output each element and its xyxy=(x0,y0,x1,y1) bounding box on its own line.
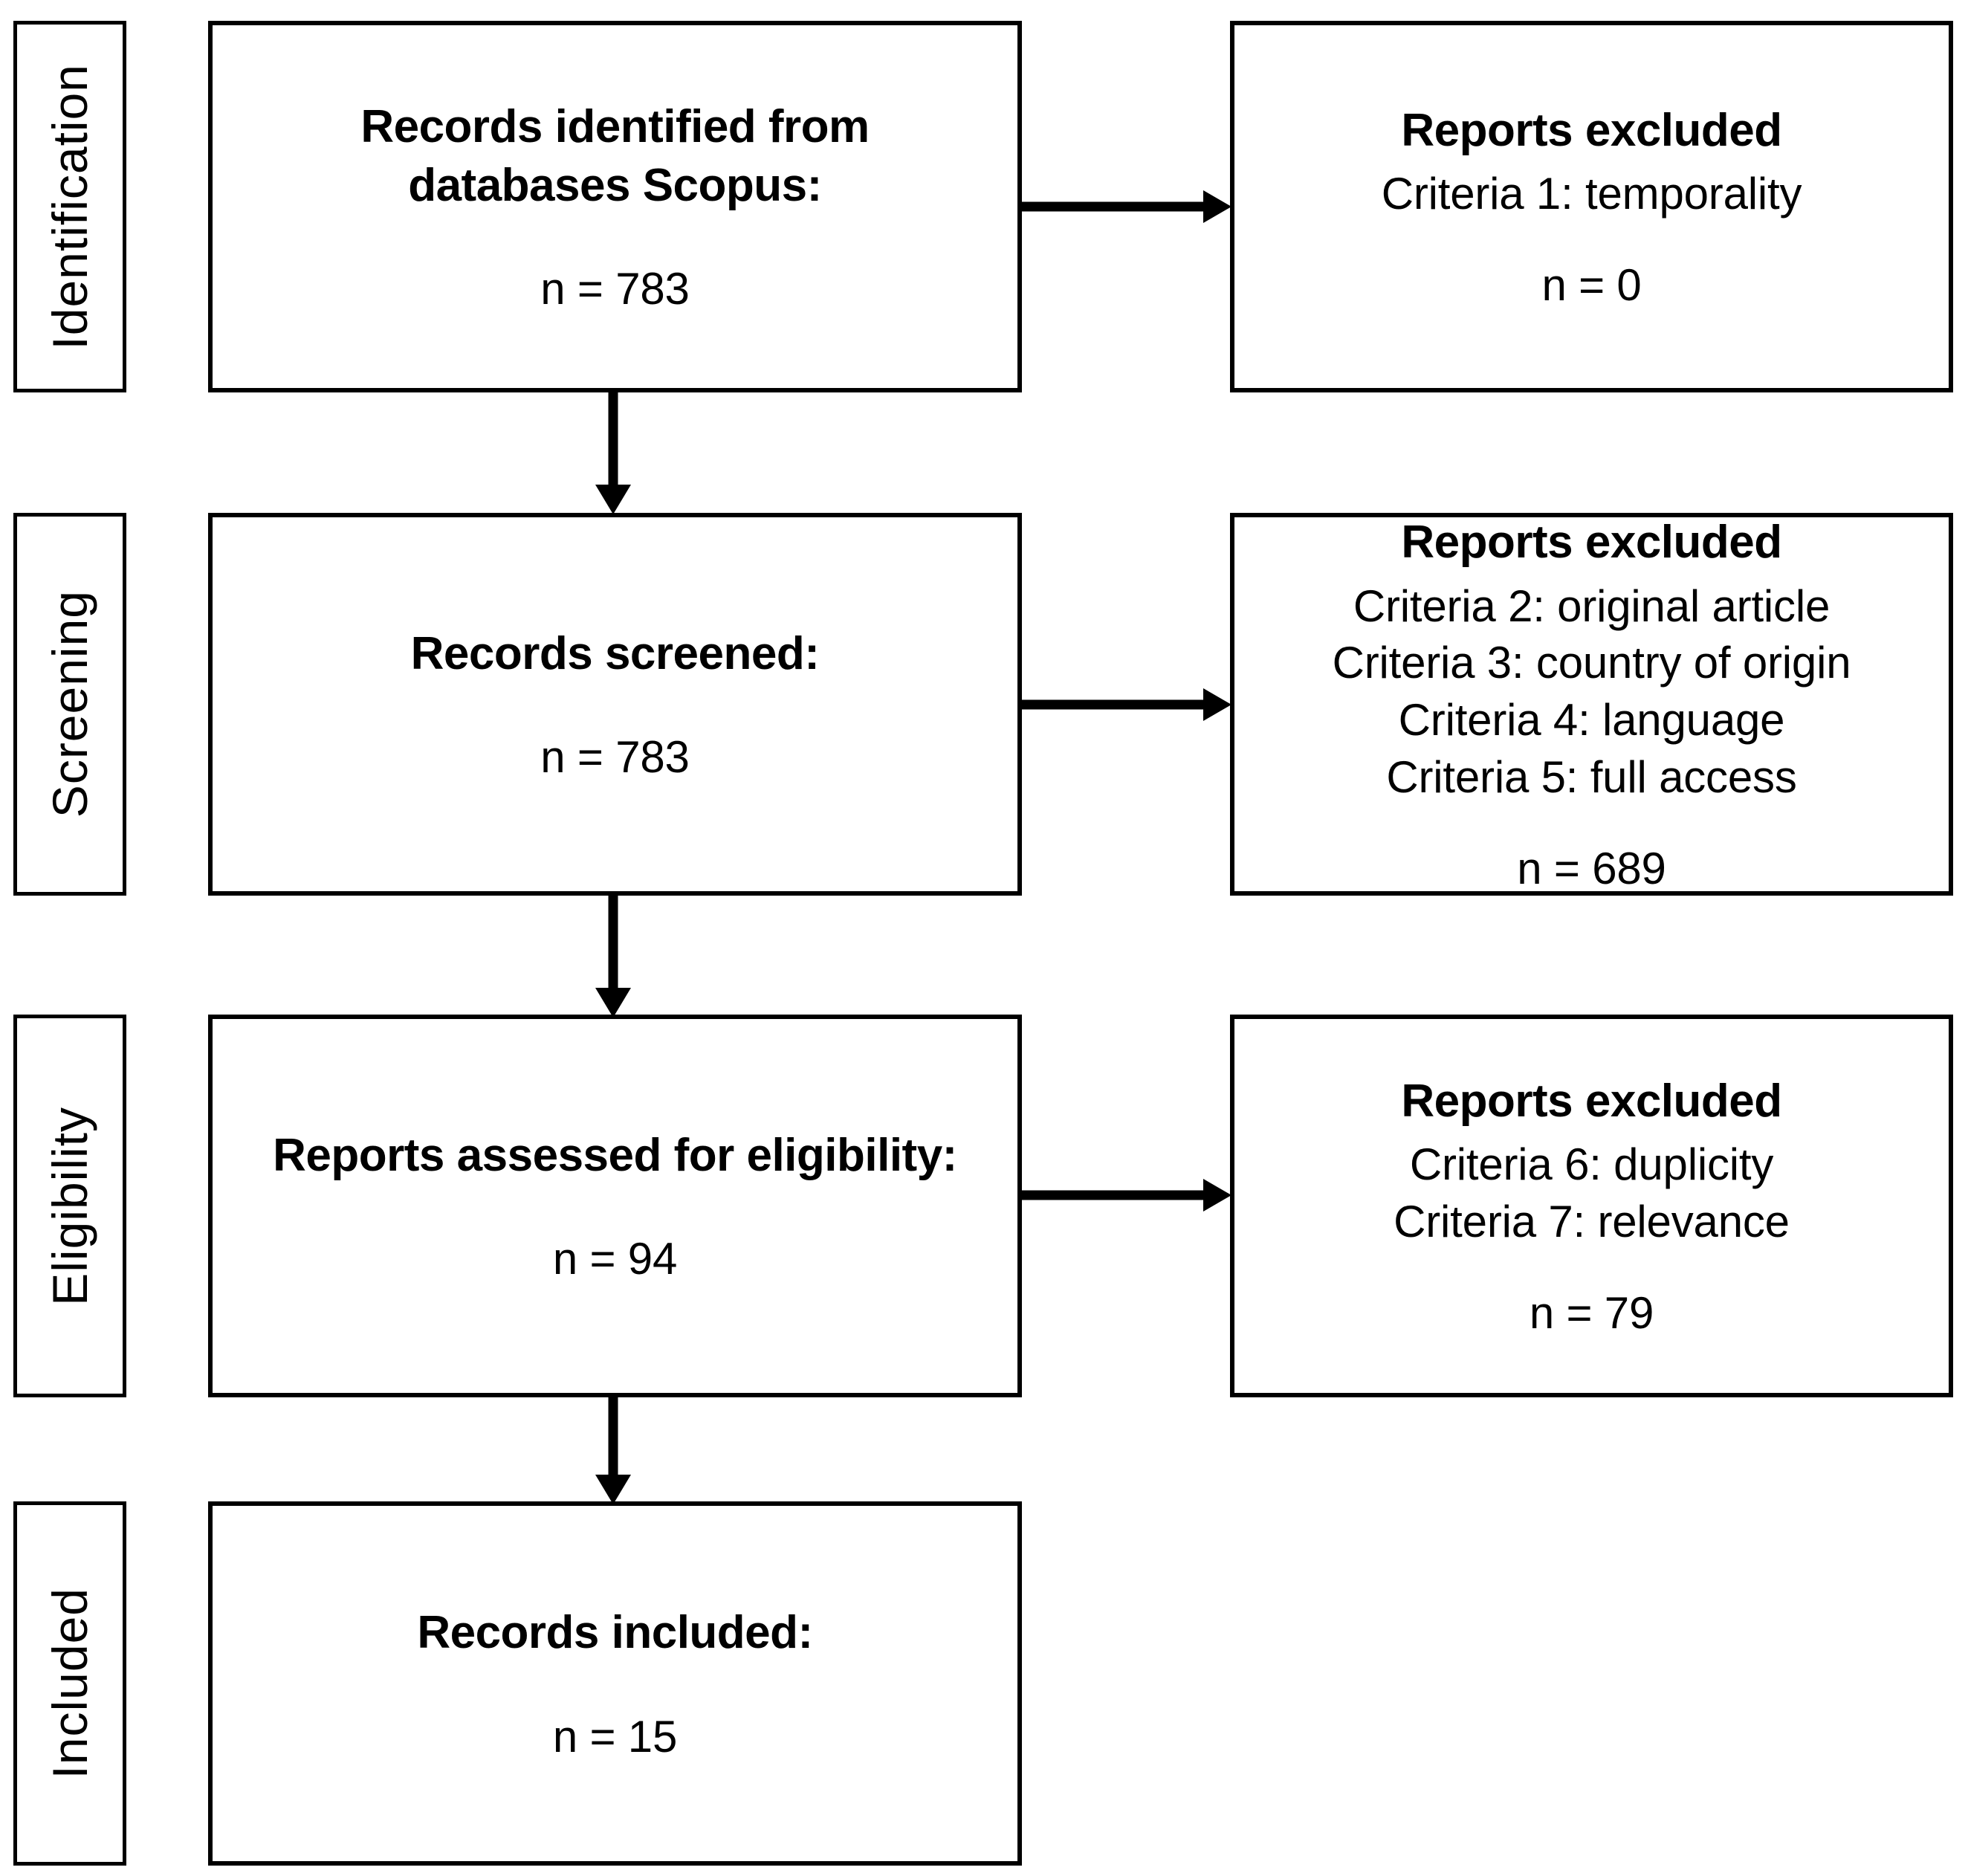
stage-label-screening-text: Screening xyxy=(42,590,97,818)
stage-label-included: Included xyxy=(13,1501,126,1866)
node-reports-excluded-3: Reports excluded Criteria 6: duplicity C… xyxy=(1230,1015,1953,1397)
node-records-identified: Records identified from databases Scopus… xyxy=(208,21,1022,392)
stage-label-eligibility-text: Eligibility xyxy=(42,1106,97,1306)
arrow-screened-to-excluded-2 xyxy=(1022,682,1234,727)
node-reports-excluded-3-title: Reports excluded xyxy=(1401,1076,1782,1128)
node-reports-excluded-3-criteria-1: Criteria 7: relevance xyxy=(1394,1197,1790,1247)
arrow-identified-to-screened xyxy=(587,392,639,516)
arrow-screened-to-eligibility xyxy=(587,896,639,1019)
node-records-included-count: n = 15 xyxy=(552,1711,678,1762)
node-records-screened-title: Records screened: xyxy=(410,627,820,679)
node-reports-assessed-eligibility-title: Reports assessed for eligibility: xyxy=(273,1129,957,1181)
node-reports-excluded-3-criteria-0: Criteria 6: duplicity xyxy=(1409,1139,1774,1190)
stage-label-eligibility: Eligibility xyxy=(13,1015,126,1397)
node-reports-excluded-1: Reports excluded Criteria 1: temporality… xyxy=(1230,21,1953,392)
node-records-included: Records included: n = 15 xyxy=(208,1501,1022,1866)
node-reports-excluded-2-criteria-0: Criteria 2: original article xyxy=(1353,580,1831,631)
node-reports-excluded-2-criteria-1: Criteria 3: country of origin xyxy=(1332,638,1851,688)
node-records-included-title: Records included: xyxy=(417,1607,813,1659)
node-records-screened-count: n = 783 xyxy=(540,732,690,783)
stage-label-identification: Identification xyxy=(13,21,126,392)
node-reports-excluded-2: Reports excluded Criteria 2: original ar… xyxy=(1230,513,1953,896)
node-records-identified-title-line2: databases Scopus: xyxy=(408,160,822,211)
arrow-eligibility-to-included xyxy=(587,1397,639,1506)
stage-label-included-text: Included xyxy=(42,1588,97,1779)
node-reports-excluded-1-criteria-0: Criteria 1: temporality xyxy=(1381,169,1802,219)
node-reports-assessed-eligibility: Reports assessed for eligibility: n = 94 xyxy=(208,1015,1022,1397)
node-reports-excluded-3-count: n = 79 xyxy=(1529,1287,1654,1338)
node-reports-excluded-1-count: n = 0 xyxy=(1541,260,1642,311)
arrow-identified-to-excluded-1 xyxy=(1022,184,1234,229)
stage-label-screening: Screening xyxy=(13,513,126,896)
node-reports-excluded-2-count: n = 689 xyxy=(1517,843,1666,893)
node-reports-excluded-1-title: Reports excluded xyxy=(1401,104,1782,156)
node-records-identified-count: n = 783 xyxy=(540,264,690,314)
stage-label-identification-text: Identification xyxy=(42,63,97,350)
node-records-screened: Records screened: n = 783 xyxy=(208,513,1022,896)
node-reports-excluded-2-criteria-3: Criteria 5: full access xyxy=(1386,751,1797,802)
node-reports-excluded-2-title: Reports excluded xyxy=(1401,517,1782,569)
node-reports-excluded-2-criteria-2: Criteria 4: language xyxy=(1398,695,1785,745)
node-reports-assessed-eligibility-count: n = 94 xyxy=(552,1234,678,1284)
node-records-identified-title-line1: Records identified from xyxy=(360,100,870,152)
arrow-eligibility-to-excluded-3 xyxy=(1022,1173,1234,1217)
